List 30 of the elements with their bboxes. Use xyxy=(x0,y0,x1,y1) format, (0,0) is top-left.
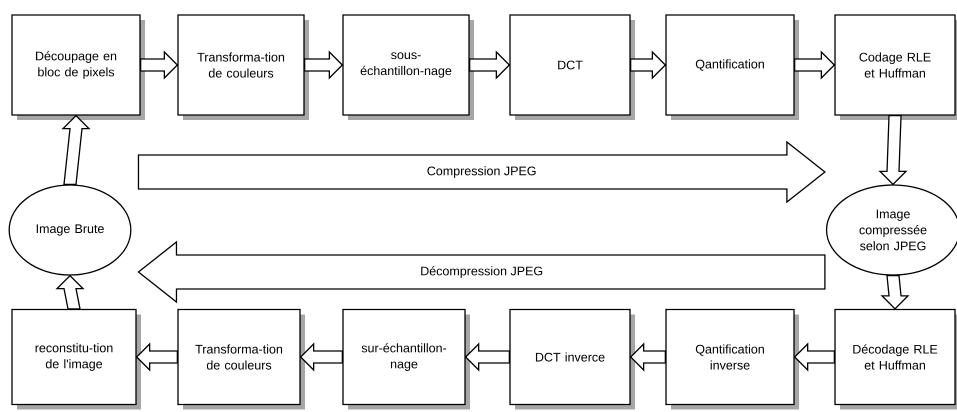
block-arrow xyxy=(137,240,826,304)
process-box: reconstitu-tion de l'image xyxy=(11,308,141,410)
process-box: Transforma-tion de couleurs xyxy=(177,14,309,120)
block-arrow xyxy=(304,50,344,80)
block-arrow xyxy=(138,140,826,204)
process-box: Qantification inverse xyxy=(665,308,799,410)
block-arrow xyxy=(140,50,178,80)
process-box: DCT xyxy=(509,14,635,120)
block-arrow xyxy=(878,115,908,186)
block-arrow xyxy=(630,342,666,372)
block-arrow xyxy=(630,50,666,80)
block-arrow xyxy=(55,274,85,310)
process-box: sur-échantillon-nage xyxy=(342,308,470,410)
block-arrow xyxy=(300,342,343,372)
block-arrow xyxy=(880,275,910,310)
block-arrow xyxy=(469,50,510,80)
process-box: sous-échantillon-nage xyxy=(342,14,474,120)
process-box: Codage RLE et Huffman xyxy=(834,14,957,120)
process-box: Décodage RLE et Huffman xyxy=(834,308,957,410)
block-arrow xyxy=(61,114,91,185)
block-arrow xyxy=(794,50,836,80)
process-box: Qantification xyxy=(665,14,799,120)
process-box: Découpage en bloc de pixels xyxy=(11,14,145,120)
arrow-label: Décompression JPEG xyxy=(419,265,544,279)
arrow-label: Compression JPEG xyxy=(426,165,538,179)
block-arrow xyxy=(794,342,835,372)
block-arrow xyxy=(464,342,510,372)
process-box: Transforma-tion de couleurs xyxy=(177,308,305,410)
process-box: DCT inverce xyxy=(509,308,635,410)
block-arrow xyxy=(136,342,178,372)
